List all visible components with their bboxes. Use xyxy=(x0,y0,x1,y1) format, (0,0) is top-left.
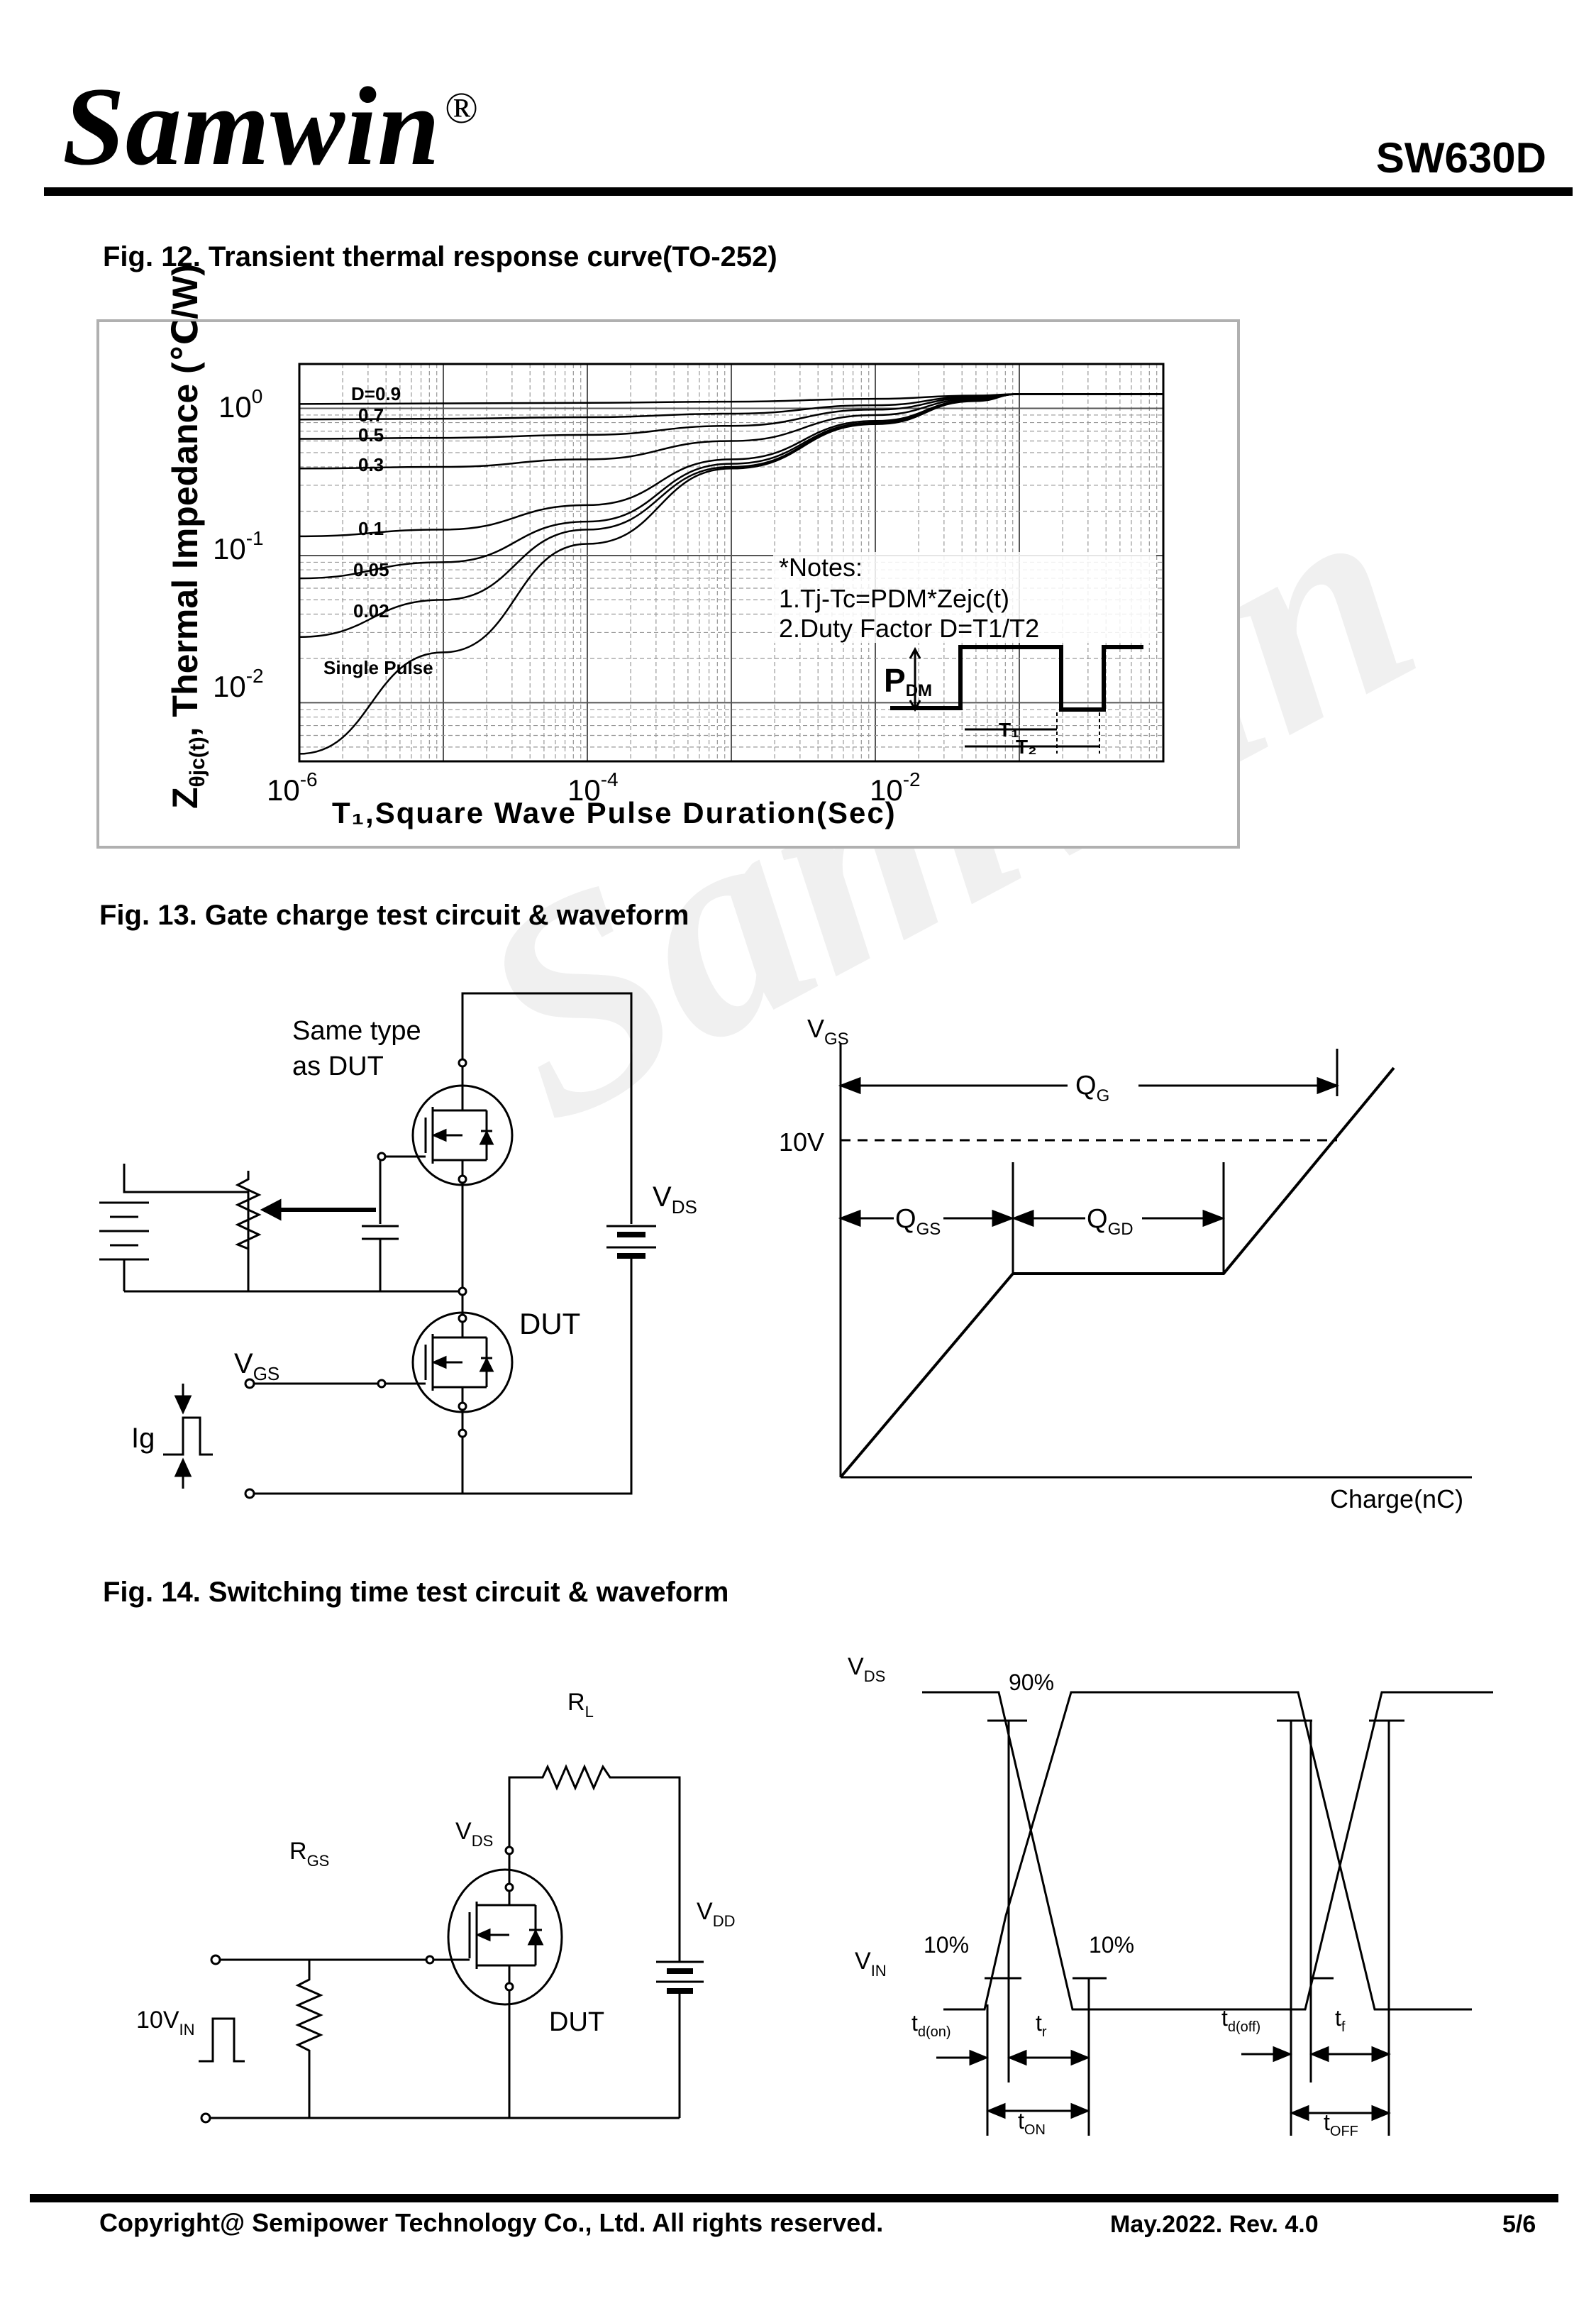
wave-vin-label: VIN xyxy=(855,1948,887,1980)
fig12-t2-label: T₂ xyxy=(1016,736,1037,758)
fig13-vgs-label: VGS xyxy=(234,1348,279,1384)
curve-label-single-pulse: Single Pulse xyxy=(323,657,433,678)
note-2: 2.Duty Factor D=T1/T2 xyxy=(779,614,1039,643)
fig12-xlabel: T₁,Square Wave Pulse Duration(Sec) xyxy=(332,796,897,829)
fig14-vdd-label: VDD xyxy=(697,1898,735,1930)
footer-copyright: Copyright@ Semipower Technology Co., Ltd… xyxy=(99,2208,884,2237)
footer-rule xyxy=(30,2194,1558,2202)
ten-v-label: 10V xyxy=(779,1127,824,1157)
note-1: 1.Tj-Tc=PDM*Zejc(t) xyxy=(779,584,1009,613)
same-type-label-2: as DUT xyxy=(292,1052,384,1081)
curve-label-4: 0.1 xyxy=(358,518,384,539)
curve-series-7 xyxy=(299,393,1163,755)
fig12-t1-label: T₁ xyxy=(999,719,1019,741)
fig13-ig-label: Ig xyxy=(131,1423,155,1454)
curve-label-1: 0.7 xyxy=(358,404,384,426)
fig13-vds-label: VDS xyxy=(653,1181,697,1218)
qgd-label: QGD xyxy=(1087,1204,1134,1239)
fig12-notes: *Notes: 1.Tj-Tc=PDM*Zejc(t) 2.Duty Facto… xyxy=(773,552,1156,643)
footer-date-rev: May.2022. Rev. 4.0 xyxy=(1110,2211,1319,2238)
toff-label: tOFF xyxy=(1324,2109,1358,2139)
tdoff-label: td(off) xyxy=(1221,2005,1260,2035)
p90-label: 90% xyxy=(1009,1670,1054,1695)
p10b-label: 10% xyxy=(1089,1932,1134,1958)
fig12-ytick-0: 100 xyxy=(218,385,262,424)
fig14-title: Fig. 14. Switching time test circuit & w… xyxy=(103,1577,729,1608)
fig12-ytick-1: 10-1 xyxy=(213,527,264,566)
curve-label-2: 0.5 xyxy=(358,424,384,446)
fig12-curves xyxy=(299,393,1163,755)
header-rule xyxy=(44,187,1573,196)
fig12-curve-labels: D=0.9 0.7 0.5 0.3 0.1 0.05 0.02 xyxy=(351,383,401,622)
tdon-label: td(on) xyxy=(911,2010,951,2040)
curve-label-5: 0.05 xyxy=(353,559,389,580)
fig12-pulse-waveform xyxy=(890,645,1143,754)
gate-charge-curve xyxy=(839,1066,1395,1479)
wave-vds-label: VDS xyxy=(848,1653,885,1685)
fig12-pdm-label: PDM xyxy=(884,662,932,700)
fig14-rl-label: RL xyxy=(567,1689,594,1721)
registered-mark: ® xyxy=(444,84,480,133)
fig14-dut-label: DUT xyxy=(549,2007,604,2037)
p10a-label: 10% xyxy=(924,1932,969,1958)
charge-axis-label: Charge(nC) xyxy=(1330,1484,1463,1513)
fig13-dut-label: DUT xyxy=(519,1307,580,1340)
brand-logo: Samwin® xyxy=(62,71,479,183)
fig12-ylabel: Zθjc(t), Thermal Impedance (℃/W) xyxy=(165,264,209,809)
fig12-xtick-2: 10-2 xyxy=(870,768,921,807)
curve-label-6: 0.02 xyxy=(353,600,389,622)
brand-name: Samwin xyxy=(62,65,440,189)
curve-label-0: D=0.9 xyxy=(351,383,401,404)
tf-label: tf xyxy=(1335,2005,1346,2035)
fig14-vin-label: 10VIN xyxy=(136,2007,195,2039)
fig14-rgs-label: RGS xyxy=(289,1838,329,1870)
footer-page-number: 5/6 xyxy=(1502,2211,1536,2238)
tr-label: tr xyxy=(1036,2010,1047,2040)
part-number: SW630D xyxy=(1375,134,1546,182)
note-0: *Notes: xyxy=(779,553,863,582)
fig12-plot-border xyxy=(298,363,1165,763)
vin-waveform xyxy=(943,1691,1472,2011)
same-type-label-1: Same type xyxy=(292,1016,421,1046)
fig13-title: Fig. 13. Gate charge test circuit & wave… xyxy=(99,900,689,931)
fig12-xtick-0: 10-6 xyxy=(267,768,318,807)
ton-label: tON xyxy=(1018,2108,1046,2138)
fig14-dut-mosfet xyxy=(447,1868,563,2006)
fig12-xtick-1: 10-4 xyxy=(567,768,619,807)
qg-label: QG xyxy=(1075,1071,1109,1105)
qgs-label: QGS xyxy=(895,1204,941,1239)
curve-label-3: 0.3 xyxy=(358,454,384,475)
wave-vgs-label: VGS xyxy=(807,1014,849,1049)
vds-waveform-a xyxy=(922,1691,1493,2011)
fig12-ytick-2: 10-2 xyxy=(213,665,264,703)
fig14-vds-label: VDS xyxy=(455,1818,493,1850)
fig12-title: Fig. 12. Transient thermal response curv… xyxy=(103,241,777,272)
